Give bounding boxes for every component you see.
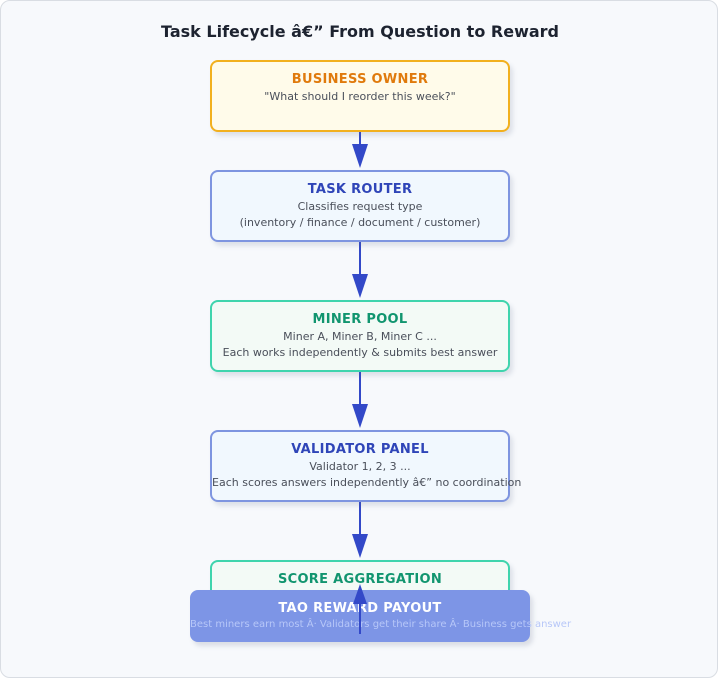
miner-pool-line-1: Miner A, Miner B, Miner C ... (283, 330, 437, 343)
arrow-owner-to-router (352, 132, 368, 168)
validator-panel-title: VALIDATOR PANEL (291, 442, 429, 457)
miner-pool-node: MINER POOL Miner A, Miner B, Miner C ...… (210, 300, 510, 372)
tao-reward-payout-line-1: Best miners earn most Â· Validators get … (190, 619, 572, 630)
business-owner-question: "What should I reorder this week?" (264, 90, 456, 103)
task-router-line-2: (inventory / finance / document / custom… (239, 216, 481, 229)
tao-reward-payout-title: TAO REWARD PAYOUT (278, 601, 442, 616)
miner-pool-title: MINER POOL (312, 312, 408, 327)
business-owner-title: BUSINESS OWNER (291, 72, 429, 87)
arrow-miner-to-validator (352, 372, 368, 428)
task-router-node: TASK ROUTER Classifies request type (inv… (210, 170, 510, 242)
task-router-line-1: Classifies request type (297, 200, 423, 213)
task-router-title: TASK ROUTER (307, 182, 413, 197)
arrow-router-to-miner (352, 242, 368, 298)
miner-pool-line-2: Each works independently & submits best … (222, 346, 498, 359)
validator-panel-line-2: Each scores answers independently â€” no… (212, 476, 522, 489)
validator-panel-node: VALIDATOR PANEL Validator 1, 2, 3 ... Ea… (210, 430, 522, 502)
validator-panel-line-1: Validator 1, 2, 3 ... (309, 460, 411, 473)
arrow-validator-to-aggregation (352, 502, 368, 558)
score-aggregation-title: SCORE AGGREGATION (277, 572, 443, 587)
business-owner-node: BUSINESS OWNER "What should I reorder th… (210, 60, 510, 132)
tao-reward-payout-node: TAO REWARD PAYOUT Best miners earn most … (190, 590, 572, 642)
diagram-title: Task Lifecycle â€” From Question to Rewa… (161, 22, 559, 41)
